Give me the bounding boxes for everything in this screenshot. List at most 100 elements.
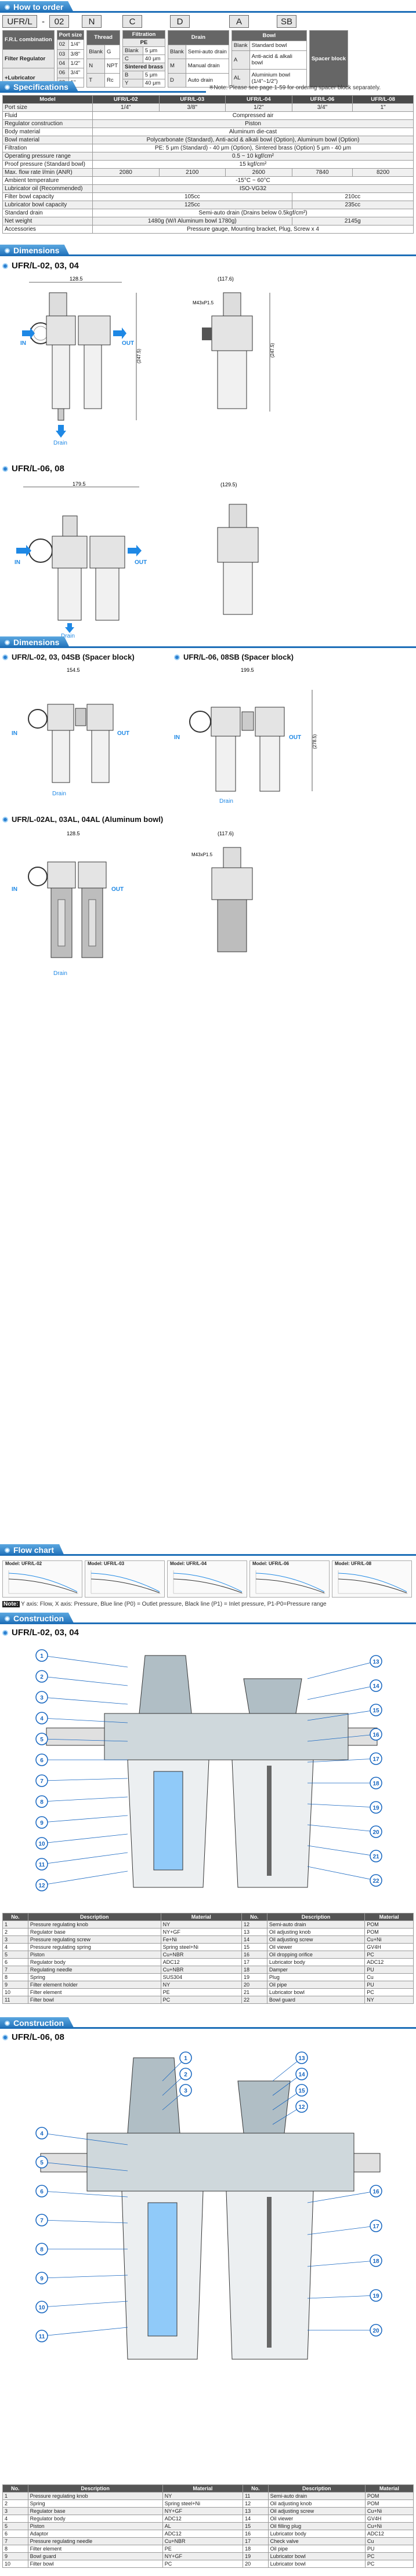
parts-cell: POM — [364, 2492, 414, 2500]
parts-header: Material — [162, 2484, 244, 2493]
bowl-value: Standard bowl — [249, 40, 307, 52]
spec-label: Regulator construction — [2, 119, 93, 128]
thread-value: G — [104, 44, 121, 59]
callout-leader — [307, 1709, 377, 1721]
section-title: Dimensions — [13, 638, 60, 647]
callout-leader — [41, 1833, 128, 1844]
spec-value: PE: 5 μm (Standard) - 40 μm (Option), Si… — [92, 144, 414, 152]
bullet-icon — [2, 1629, 8, 1636]
section-title: Flow chart — [13, 1545, 55, 1555]
mount-thread-label: M43xP1.5 — [193, 300, 214, 305]
parts-cell: 10 — [2, 1988, 28, 1996]
filtration-code: C — [122, 54, 143, 63]
parts-cell: 20 — [241, 1981, 267, 1989]
callout-number: 1 — [40, 1653, 44, 1660]
callout-number: 5 — [40, 1737, 44, 1743]
dimension-subtitle: UFR/L-02AL, 03AL, 04AL (Aluminum bowl) — [2, 815, 163, 824]
callout-circle — [295, 2100, 308, 2113]
callout-number: 4 — [40, 2131, 44, 2137]
port-size-table: Port size 021/4" 033/8" 041/2" 063/4" 08… — [56, 30, 85, 88]
spec-label: Net weight — [2, 217, 93, 225]
parts-header: Description — [27, 2484, 163, 2493]
order-code-part: SB — [277, 15, 296, 28]
callout-number: 17 — [372, 2224, 379, 2230]
callout-number: 2 — [40, 1674, 44, 1680]
section-title: Dimensions — [13, 246, 60, 255]
parts-header: Description — [27, 1913, 161, 1921]
parts-cell: PE — [160, 1988, 242, 1996]
parts-cell: 6 — [2, 2530, 28, 2538]
parts-cell: POM — [364, 2499, 414, 2508]
parts-cell: PU — [364, 2545, 414, 2553]
parts-cell: Lubricator bowl — [267, 2560, 366, 2568]
parts-cell: Spring steel+Ni — [160, 1943, 242, 1951]
order-note: ※Note: Please see page 1-59 for ordering… — [209, 85, 381, 91]
callout-number: 16 — [372, 2189, 379, 2195]
parts-cell: PC — [364, 1951, 414, 1959]
parts-cell: 1 — [2, 1920, 28, 1929]
callout-leader — [41, 1815, 128, 1823]
callout-number: 5 — [40, 2160, 44, 2166]
callout-number: 11 — [39, 1862, 45, 1868]
callout-leader — [41, 2327, 128, 2337]
spec-value: 3/4" — [291, 103, 353, 112]
callout-number: 20 — [372, 2328, 379, 2334]
bullet-icon — [174, 654, 180, 660]
parts-cell: Pressure regulating needle — [27, 2537, 163, 2545]
spec-row: Ambient temperature-15°C ~ 60°C — [2, 176, 414, 185]
bullet-icon — [5, 2020, 10, 2026]
callout-leader — [41, 1718, 128, 1723]
dim-width-label: 154.5 — [67, 667, 80, 673]
spec-value: 235cc — [291, 201, 414, 209]
parts-cell: 15 — [241, 1943, 267, 1951]
parts-cell: Cu+Ni — [364, 2507, 414, 2515]
parts-cell: 2 — [2, 1928, 28, 1936]
callout-circle — [370, 1825, 382, 1838]
callout-number: 8 — [40, 1799, 44, 1806]
callout-leader — [307, 1734, 377, 1742]
frl-table: F.R.L combination Filter Regulator +Lubr… — [2, 30, 55, 88]
callout-circle — [370, 2185, 382, 2197]
parts-cell: Regulating needle — [27, 1966, 161, 1974]
parts-cell: Oil dropping orifice — [266, 1951, 366, 1959]
parts-cell: Pressure regulating screw — [27, 1935, 161, 1944]
parts-cell: PU — [364, 1966, 414, 1974]
callout-circle — [179, 2068, 192, 2080]
spec-value: 15 kgf/cm² — [92, 160, 414, 169]
parts-header: Material — [364, 2484, 414, 2493]
parts-cell: Pressure regulating knob — [27, 2492, 163, 2500]
callout-circle — [370, 1874, 382, 1887]
section-construction: Construction — [0, 2017, 416, 2029]
order-tables: F.R.L combination Filter Regulator +Lubr… — [2, 30, 348, 88]
section-dimensions: Dimensions — [0, 245, 416, 256]
parts-cell: 19 — [241, 1973, 267, 1981]
parts-cell: Damper — [266, 1966, 366, 1974]
spec-value: 105cc — [92, 192, 292, 201]
callout-number: 8 — [40, 2247, 44, 2253]
callout-circle — [295, 2084, 308, 2097]
callout-number: 22 — [372, 1878, 379, 1884]
flow-chart-06: Model: UFR/L-06 — [249, 1560, 330, 1598]
parts-cell: Cu — [364, 1973, 414, 1981]
callout-leader — [41, 1871, 128, 1886]
drain-header: Drain — [168, 30, 229, 45]
callout-leader — [41, 2275, 128, 2279]
order-code-dash: - — [42, 16, 45, 27]
callout-circle — [370, 2254, 382, 2267]
drain-value: Auto drain — [185, 72, 229, 88]
callout-number: 13 — [298, 2055, 305, 2062]
parts-cell: Pressure regulating knob — [27, 1920, 161, 1929]
callout-leader — [41, 2162, 128, 2171]
callout-leader — [41, 2220, 128, 2224]
bullet-icon — [5, 1547, 10, 1553]
order-code: UFR/L - 02 N C D A SB — [2, 15, 296, 28]
parts-cell: 18 — [241, 1966, 267, 1974]
dim-width-label: 199.5 — [241, 667, 254, 673]
callout-circle — [370, 2289, 382, 2302]
